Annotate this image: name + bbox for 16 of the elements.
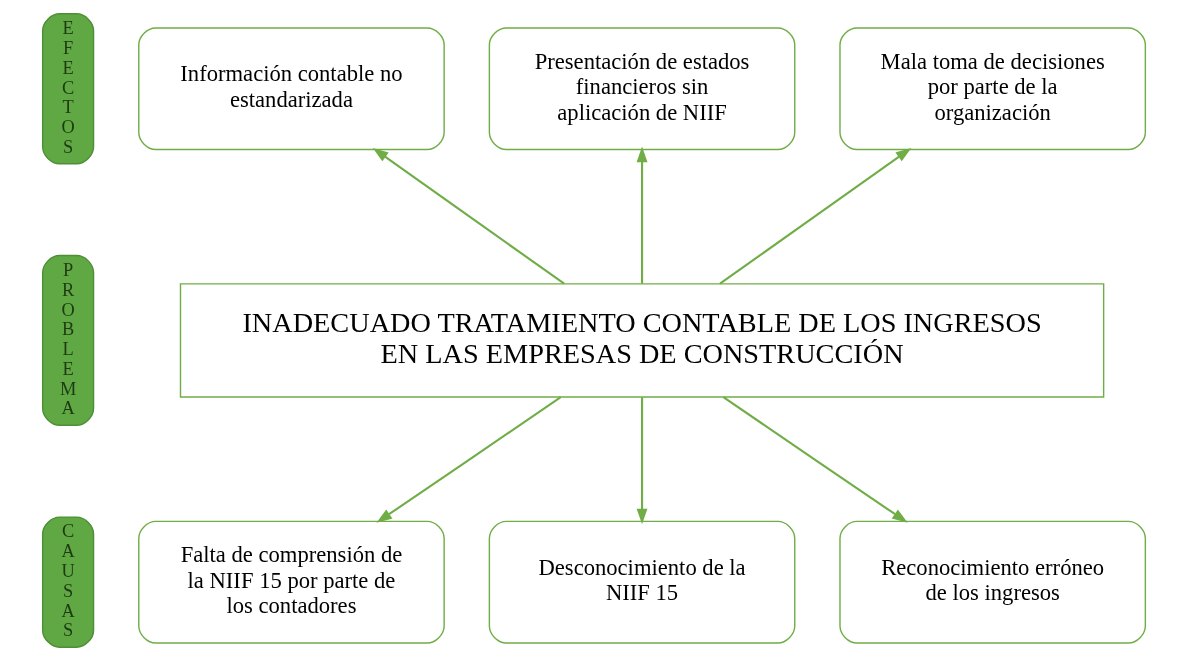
node-box: Desconocimiento de la NIIF 15 (488, 520, 796, 644)
node-box: C A U S A S (41, 516, 95, 648)
arrow (636, 146, 648, 284)
node-box: INADECUADO TRATAMIENTO CONTABLE DE LOS INGRESOS EN LAS EMPRESAS DE CONSTRUCCIÓN (179, 283, 1105, 398)
node-box: Presentación de estados financieros sin aplicación de NIIF (488, 27, 796, 151)
arrow (719, 147, 912, 285)
node-box: Reconocimiento erróneo de los ingresos (839, 520, 1147, 644)
node-box: P R O B L E M A (41, 254, 95, 426)
node-box: Falta de comprensión de la NIIF 15 por parte de los contadores (138, 520, 445, 644)
arrow (636, 397, 648, 525)
arrow (376, 396, 562, 523)
node-box: Información contable no estandarizada (138, 27, 445, 151)
arrow (372, 147, 565, 285)
node-box: Mala toma de decisiones por parte de la organización (839, 27, 1147, 151)
node-box: E F E C T O S (41, 13, 95, 165)
arrow (722, 396, 908, 523)
